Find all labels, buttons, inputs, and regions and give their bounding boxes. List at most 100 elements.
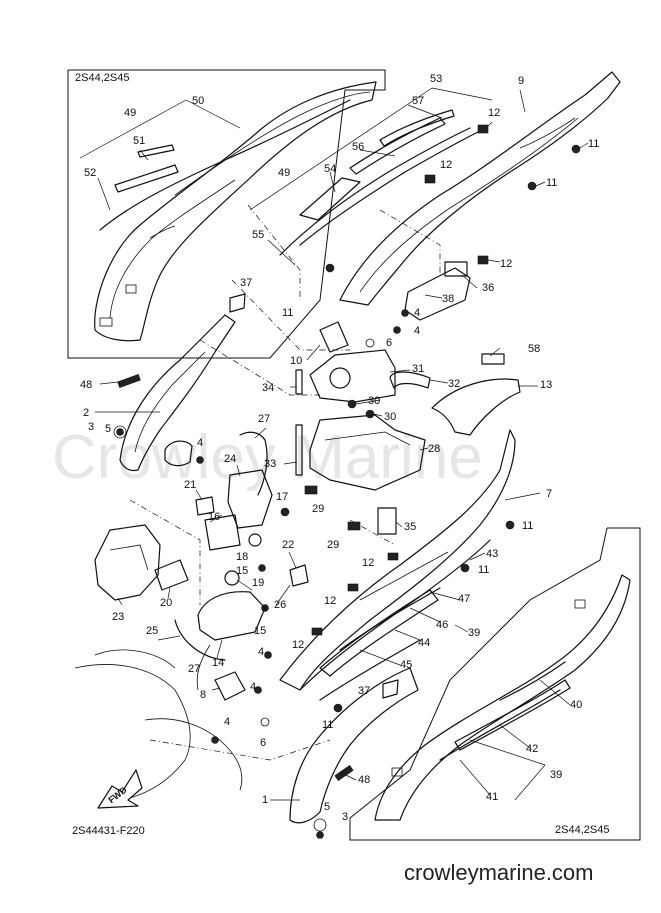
callout-37b: 37 — [358, 685, 370, 697]
cable-27a — [239, 431, 268, 496]
inset-stripe-52 — [99, 99, 351, 231]
stripe-54 — [299, 177, 361, 221]
stripe-44 — [339, 587, 441, 651]
inset-stripe-42 — [454, 679, 571, 751]
callout-29b: 29 — [327, 539, 339, 551]
callout-43: 43 — [486, 548, 498, 560]
inset-bottom-frame — [349, 527, 641, 841]
callout-51: 51 — [133, 135, 145, 147]
screw-11b — [527, 181, 537, 191]
rear-cover-13 — [431, 378, 521, 436]
fwd-arrow — [97, 769, 143, 809]
lead-52 — [97, 177, 111, 211]
callout-57: 57 — [412, 95, 424, 107]
callout-14: 14 — [212, 657, 224, 669]
lead-40 — [539, 679, 571, 706]
lead-46 — [409, 607, 441, 623]
lead-14 — [216, 639, 223, 659]
stripe-47 — [359, 551, 449, 601]
callout-53: 53 — [430, 73, 442, 85]
diagram-code: 2S44431-F220 — [72, 825, 145, 837]
bracket-16 — [204, 514, 241, 551]
stripe-49b — [299, 131, 479, 246]
frame-outline-3 — [144, 718, 243, 791]
callout-3a: 3 — [88, 421, 94, 433]
lead-58 — [489, 347, 501, 357]
lead-12c — [487, 259, 501, 263]
callout-5b: 5 — [324, 801, 330, 813]
lead-39 — [454, 624, 469, 633]
panel-9-contour — [359, 117, 579, 293]
callout-6b: 6 — [260, 737, 266, 749]
fwd-label: FWD — [106, 784, 129, 805]
box-31 — [309, 349, 396, 403]
lead-23 — [117, 597, 123, 606]
clip-12e — [347, 583, 359, 592]
inset-stripe-51 — [137, 144, 175, 158]
inset-detail — [149, 225, 176, 239]
bolt-4b — [393, 326, 401, 334]
pin-34 — [295, 369, 303, 395]
callout-23: 23 — [112, 611, 124, 623]
lead-47 — [429, 591, 461, 601]
callout-11b: 11 — [546, 177, 557, 189]
callout-12b: 12 — [440, 159, 452, 171]
lead-54 — [329, 171, 336, 193]
callout-18: 18 — [236, 551, 248, 563]
callout-12c: 12 — [500, 258, 512, 270]
clip-29a — [304, 485, 318, 495]
inset-clip — [125, 284, 137, 294]
callout-33: 33 — [264, 458, 276, 470]
lead-24 — [236, 464, 241, 477]
left-cover-group — [113, 293, 246, 472]
lead-41 — [459, 759, 491, 796]
inset-bottom-right: 2S44,2S45 — [349, 527, 641, 841]
lead-39b-b — [514, 764, 546, 801]
callout-31: 31 — [412, 363, 424, 375]
side-cover-2 — [119, 314, 236, 472]
grommet-37b — [382, 679, 399, 699]
pad-58 — [481, 353, 505, 365]
callout-49-inset: 49 — [124, 107, 136, 119]
lead-36 — [461, 274, 478, 289]
bolt-4d — [264, 651, 272, 659]
callout-27a: 27 — [258, 413, 270, 425]
lead-9 — [519, 89, 526, 113]
pad-38 — [444, 261, 468, 277]
callout-12d: 12 — [362, 557, 374, 569]
main-side-cover-group — [279, 429, 516, 839]
screw-11e — [460, 563, 470, 573]
clip-12f — [311, 627, 323, 636]
callout-56: 56 — [352, 141, 364, 153]
callout-11a: 11 — [588, 138, 599, 150]
inset-side-cover — [94, 81, 377, 342]
callout-35: 35 — [404, 521, 416, 533]
inset-clip-2 — [99, 317, 113, 327]
callout-29a: 29 — [312, 503, 324, 515]
callout-12e: 12 — [324, 595, 336, 607]
tray-28 — [309, 414, 426, 491]
lead-33 — [283, 461, 298, 465]
stripe-46 — [319, 589, 439, 677]
clip-12a — [477, 124, 489, 134]
stripe-45 — [319, 639, 421, 701]
align-6 — [349, 519, 396, 546]
lead-26 — [275, 584, 291, 606]
callout-16: 16 — [208, 511, 220, 523]
callout-38: 38 — [442, 293, 454, 305]
callout-24: 24 — [224, 453, 236, 465]
callout-30a: 30 — [368, 395, 380, 407]
side-cover-1 — [289, 667, 419, 824]
lead-30a — [355, 399, 381, 405]
frame-outline-2 — [94, 649, 176, 669]
screw-11a — [571, 144, 581, 154]
inset-cover-contour — [109, 179, 236, 319]
callout-49: 49 — [278, 167, 290, 179]
bracket-23 — [94, 524, 161, 601]
callout-1: 1 — [262, 794, 268, 806]
callout-20: 20 — [160, 597, 172, 609]
upper-panel-group — [279, 71, 621, 348]
align-7 — [149, 739, 331, 761]
washer-5b — [313, 818, 327, 832]
callout-3b: 3 — [342, 811, 348, 823]
